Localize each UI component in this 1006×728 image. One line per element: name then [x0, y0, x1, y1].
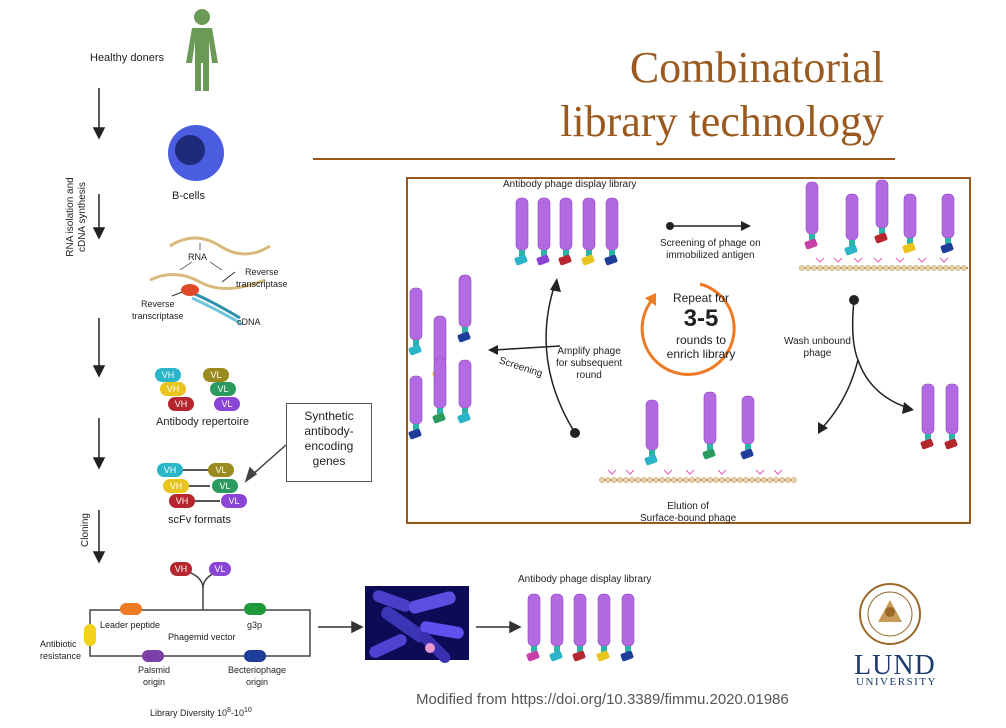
phage-icon: [844, 193, 859, 256]
plasmid-origin-icon: [142, 650, 164, 662]
elution-label: Elution of Surface-bound phage: [640, 501, 737, 524]
phage-icon: [408, 287, 423, 356]
panning-box: [406, 177, 971, 524]
rna-label: RNA: [188, 252, 208, 262]
phage-icon: [526, 593, 541, 662]
phage-icon: [920, 383, 935, 450]
phage-icon: [572, 593, 587, 662]
university-logo-text: UNIVERSITY: [856, 676, 937, 688]
b-cell-icon: [168, 125, 224, 181]
scfv-vh: VH: [169, 494, 195, 508]
g3p-icon: [244, 603, 266, 615]
rounds-count: 3-5: [683, 305, 719, 332]
library-diversity-label: Library Diversity 108-1010: [150, 707, 252, 718]
amplify-label: Amplify phage for subsequent round: [556, 346, 623, 381]
phage-icon: [604, 197, 619, 266]
phage-icon: [874, 179, 889, 244]
bacteria-image: [365, 586, 469, 664]
phage-icon: [702, 391, 717, 460]
scfv-formats-label: scFv formats: [168, 514, 231, 526]
phage-icon: [596, 593, 611, 662]
phage-icon: [644, 399, 659, 466]
lund-seal-icon: [859, 583, 921, 645]
vh-domain: VH: [168, 397, 194, 411]
scfv-vh: VH: [157, 463, 183, 477]
phage-origin-icon: [244, 650, 266, 662]
vl-domain: VL: [203, 368, 229, 382]
title-underline: [313, 158, 895, 160]
phage-icon: [940, 193, 955, 254]
down-arrows: [92, 88, 106, 564]
antibiotic-resistance-label: Antibiotic resistance: [40, 639, 82, 661]
bottom-library-label: Antibody phage display library: [518, 574, 652, 585]
phage-icon: [804, 181, 819, 250]
cdna-label: cDNA: [237, 317, 261, 327]
leader-peptide-label: Leader peptide: [100, 620, 161, 630]
phage-icon: [457, 359, 472, 424]
antibody-repertoire-label: Antibody repertoire: [156, 416, 249, 428]
rna-cdna-icon: [149, 236, 271, 326]
phage-icon: [902, 193, 917, 254]
human-icon: [186, 9, 218, 91]
phagemid-vl: VL: [209, 562, 231, 576]
b-cells-label: B-cells: [172, 190, 206, 202]
lund-logo-text: LUND: [854, 650, 936, 681]
vl-domain: VL: [214, 397, 240, 411]
phagemid-vh: VH: [170, 562, 192, 576]
phage-icon: [457, 274, 472, 343]
phage-icon: [944, 383, 959, 450]
repeat-for-text: Repeat for: [672, 291, 730, 305]
reverse-transcriptase-right: Reverse transcriptase: [236, 267, 288, 289]
phage-origin-label: Becteriophage origin: [228, 665, 287, 687]
vh-domain: VH: [160, 382, 186, 396]
scfv-vl: VL: [212, 479, 238, 493]
title-line-2: library technology: [560, 97, 884, 146]
phage-icon: [558, 197, 573, 266]
phagemid-vector-label: Phagemid vector: [168, 632, 236, 642]
plasmid-origin-label: Palsmid origin: [138, 665, 171, 687]
vl-domain: VL: [210, 382, 236, 396]
synthetic-genes-box: Synthetic antibody- encoding genes: [286, 403, 372, 482]
panning-library-label: Antibody phage display library: [503, 179, 637, 190]
vh-domain: VH: [155, 368, 181, 382]
healthy-donors-label: Healthy doners: [90, 52, 164, 64]
scfv-vl: VL: [208, 463, 234, 477]
phage-icon: [514, 197, 529, 266]
wash-label: Wash unbound phage: [784, 336, 851, 359]
reverse-transcriptase-left: Reverse transcriptase: [132, 299, 184, 321]
source-citation: Modified from https://doi.org/10.3389/fi…: [416, 691, 789, 708]
phage-icon: [581, 197, 596, 266]
phage-icon: [549, 593, 564, 662]
scfv-vl: VL: [221, 494, 247, 508]
rounds-text: rounds to enrich library: [666, 333, 736, 361]
repeat-cycle-label: Repeat for 3-5 rounds to enrich library: [666, 291, 736, 361]
phage-icon: [432, 357, 447, 424]
phage-icon: [536, 197, 551, 266]
phage-icon: [740, 395, 755, 460]
screening-immobilized-label: Screening of phage on immobilized antige…: [660, 238, 761, 261]
phage-icon: [408, 375, 423, 440]
leader-peptide-icon: [120, 603, 142, 615]
phage-icon: [620, 593, 635, 662]
antibiotic-resistance-icon: [84, 624, 96, 646]
g3p-label: g3p: [247, 620, 263, 630]
title-line-1: Combinatorial: [629, 43, 884, 92]
scfv-vh: VH: [163, 479, 189, 493]
